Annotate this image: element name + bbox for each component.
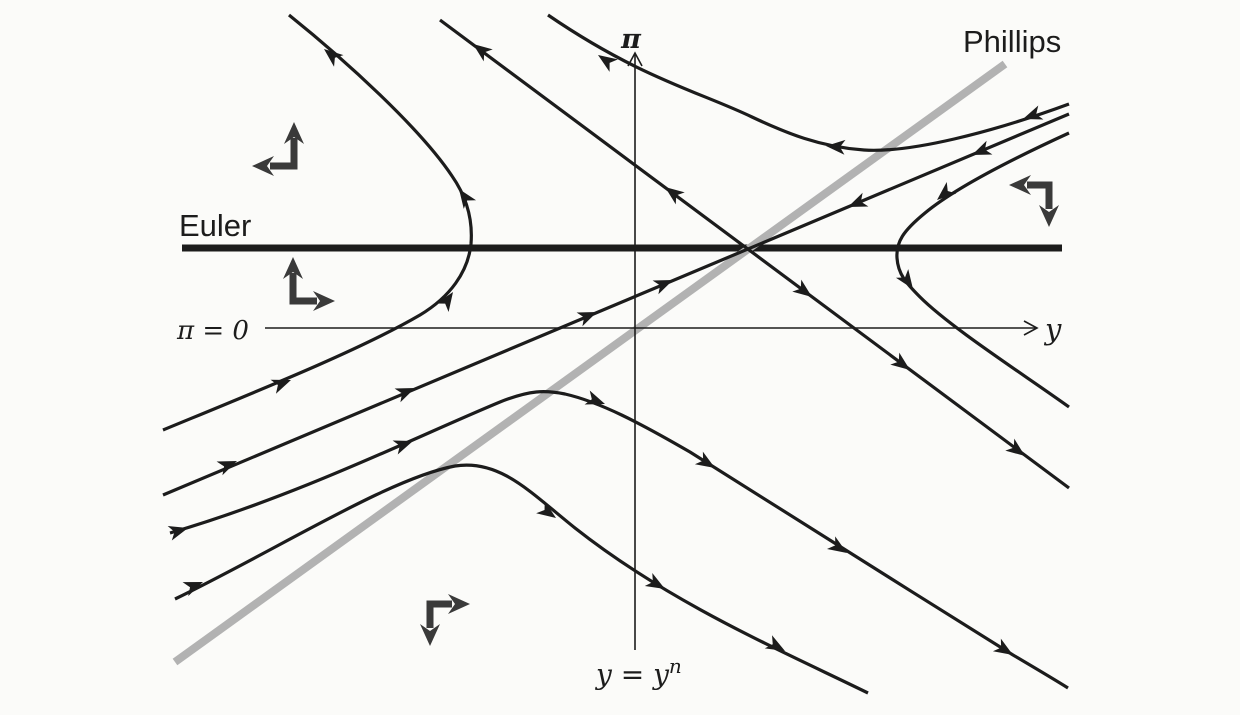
flow-arrow-north: [1023, 105, 1044, 120]
flow-arrow-south-outer: [764, 635, 785, 651]
motion-arrow-up-left: [252, 122, 304, 176]
motion-arrow-down-left-shaft: [1027, 181, 1053, 209]
flow-arrow-south-outer: [536, 500, 556, 518]
flow-arrow-unstable: [473, 44, 493, 62]
pi-axis-arrowhead: [627, 51, 643, 67]
saddle-path-stable: [162, 112, 1070, 497]
y-natural-label: y = yn: [594, 654, 682, 691]
flow-arrow-east: [937, 182, 957, 200]
motion-arrow-up-right-head: [313, 291, 335, 311]
trajectory-west: [162, 13, 473, 432]
phillips-line: [172, 60, 1008, 666]
motion-arrow-up-left-shaft: [270, 138, 298, 170]
flow-arrow-stable: [576, 312, 597, 327]
flow-arrow-west: [270, 379, 291, 394]
motion-arrow-down-right: [420, 594, 470, 646]
flow-arrow-south-outer: [182, 582, 203, 597]
flow-arrow-south-outer: [644, 573, 665, 589]
flow-arrow-stable: [394, 388, 415, 403]
y-natural-label-superscript: n: [669, 654, 682, 678]
motion-arrow-down-left-head: [1009, 175, 1031, 195]
pi-zero-label: π = 0: [176, 316, 249, 346]
flow-arrow-south-inner: [392, 440, 413, 455]
flow-arrow-west: [459, 189, 477, 209]
phillips-label: Phillips: [963, 24, 1061, 59]
flow-arrow-south-inner: [584, 390, 605, 405]
motion-arrow-down-right-head: [420, 624, 440, 646]
flow-arrow-south-inner: [167, 526, 188, 541]
motion-arrow-up-right-shaft: [289, 273, 317, 305]
flow-arrow-west: [324, 49, 344, 67]
flow-arrow-unstable: [792, 279, 812, 297]
motion-arrow-down-right-shaft: [426, 600, 452, 628]
y-axis-arrowhead: [1023, 320, 1039, 336]
flow-arrow-stable: [972, 140, 993, 155]
flow-arrow-east: [895, 269, 913, 289]
trajectory-north: [547, 13, 1070, 152]
motion-arrow-up-left-head: [284, 122, 304, 144]
trajectory-south-outer: [174, 463, 869, 695]
motion-arrow-down-left: [1009, 175, 1059, 227]
pi-axis-label: π: [620, 24, 642, 55]
trajectory-south-inner: [169, 390, 1069, 690]
saddle-path-unstable: [439, 18, 1070, 490]
motion-arrow-up-right: [283, 257, 335, 311]
euler-label: Euler: [179, 208, 251, 243]
flow-arrow-south-inner: [992, 638, 1013, 655]
flow-arrow-stable: [216, 461, 237, 476]
motion-arrow-down-left-head: [1039, 205, 1059, 227]
flow-arrow-unstable: [890, 352, 910, 370]
trajectory-east: [895, 131, 1070, 409]
flow-arrow-south-inner: [694, 451, 715, 468]
flow-arrow-unstable: [665, 187, 685, 205]
motion-arrow-up-left-head: [252, 156, 274, 176]
flow-arrow-north: [826, 139, 846, 155]
flow-arrow-stable: [652, 280, 673, 295]
flow-arrow-south-inner: [826, 536, 847, 553]
flow-arrow-stable: [848, 192, 869, 207]
flow-arrow-unstable: [1005, 438, 1025, 456]
y-axis-label: y: [1043, 312, 1062, 346]
motion-arrow-up-right-head: [283, 257, 303, 279]
motion-arrow-down-right-head: [448, 594, 470, 614]
flow-arrow-west: [436, 292, 453, 312]
flow-arrow-north: [598, 55, 618, 72]
